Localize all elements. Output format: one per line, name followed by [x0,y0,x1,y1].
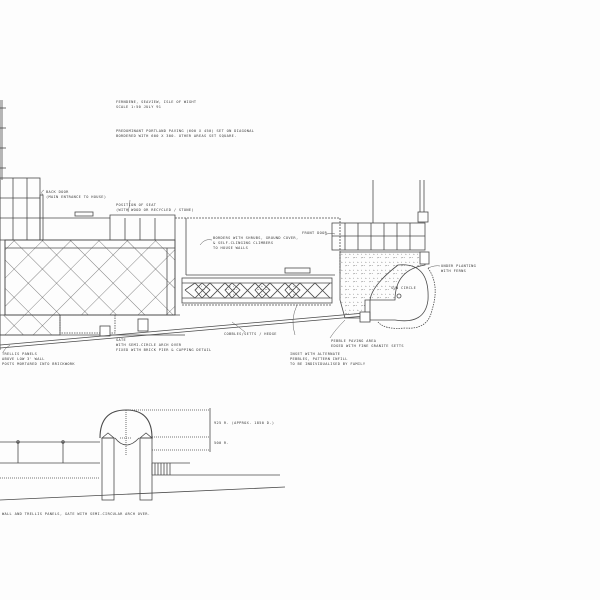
boundary-line [0,312,366,349]
label-sun-circle: Sun circle [391,286,416,291]
label-line: Borders with shrubs, ground cover, [213,236,299,240]
label-line: to house walls [213,246,249,251]
title-line-2: Scale 1:50 July 91 [116,105,162,110]
label-line: (main entrance to house) [46,195,107,200]
label-line: Back door [46,190,69,194]
label-line: Position of seat [116,203,157,207]
label-cobbles: Cobbles/setts / hedge [224,332,277,337]
paving-note: Predominant Portland paving (600 x 450) … [116,129,254,139]
label-line: above low 3' wall [2,357,45,362]
label-line: Sun circle [391,286,417,290]
front-door-step [331,180,429,251]
label-line: Cobbles/setts / hedge [224,332,277,336]
elevation-drawing [0,408,286,501]
caption-text: Wall and trellis panels, gate with semi-… [2,512,151,516]
label-line: Inset with alternate [290,352,341,356]
house-wall-left [0,100,6,350]
pebble-area [339,251,430,323]
label-line: Gate [116,338,127,342]
label-front-door: Front door [302,231,327,236]
label-pebble-paving: Pebble paving area edged with fine grani… [331,339,404,349]
label-line: Trellis panels [2,352,38,356]
main-terrace [0,239,185,337]
label-line: with semi-circle arch over [116,343,182,348]
label-diagonal-insets: Inset with alternate pebbles, pattern in… [290,352,365,368]
back-door-step [0,177,44,241]
sun-circle-area [369,264,436,329]
elevation-dimension-upper: 925 r. (approx. 1850 d.) [214,421,274,426]
label-back-door: Back door (main entrance to house) [46,190,106,200]
elevation-dimension-lower: 500 r. [214,441,229,446]
label-line: edged with fine granite setts [331,344,404,349]
label-line: posts mortared into brickwork [2,362,75,367]
label-trellis-panels: Trellis panels above low 3' wall posts m… [2,352,75,368]
dimension-text: 500 r. [214,441,230,445]
paving-note-line-1: Predominant Portland paving (600 x 450) … [116,129,255,133]
label-under-planting: Under planting with ferns [441,264,476,274]
path-strip [181,277,333,306]
label-line: Front door [302,231,328,235]
label-line: (with wood or recycled / stone) [116,208,194,213]
label-line: & self-clinging climbers [213,241,274,246]
label-line: with ferns [441,269,467,274]
label-line: pebbles, pattern infill [290,357,348,362]
label-position-of-seat: Position of seat (with wood or recycled … [116,203,194,213]
leader-lines [2,189,441,353]
dimension-text: 925 r. (approx. 1850 d.) [214,421,275,425]
elevation-caption: Wall and trellis panels, gate with semi-… [2,512,150,517]
title-line-1: Ferndene, Seaview, Isle of Wight [116,100,197,104]
label-line: fixed with brick pier & capping detail [116,348,212,353]
paving-note-line-2: bordered with 600 x 300. Other areas set… [116,134,237,139]
label-borders: Borders with shrubs, ground cover, & sel… [213,236,298,252]
label-line: to be individualised by family [290,362,366,367]
label-gate: Gate with semi-circle arch over fixed wi… [116,338,212,354]
title-block: Ferndene, Seaview, Isle of Wight Scale 1… [116,100,196,110]
label-line: Under planting [441,264,477,268]
label-line: Pebble paving area [331,339,377,343]
